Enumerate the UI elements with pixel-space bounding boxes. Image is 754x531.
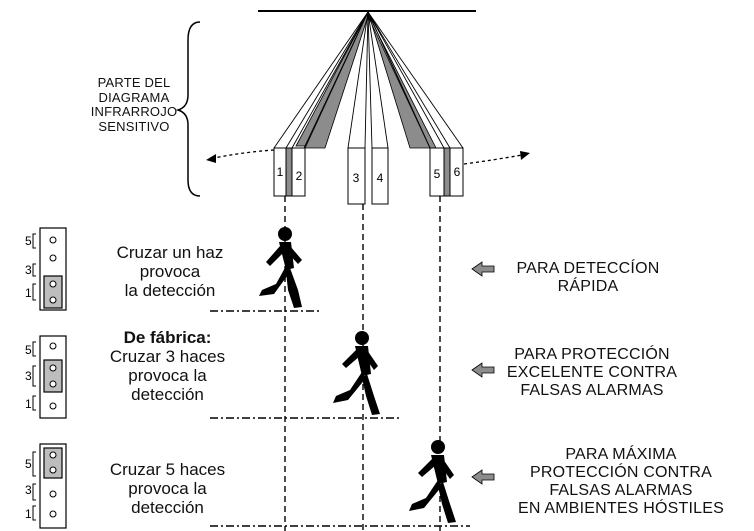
row-2-note-text: PARA PROTECCIÓN EXCELENTE CONTRA FALSAS …: [506, 346, 678, 399]
row-1-note: PARA DETECCÍON RÁPIDA: [498, 260, 678, 296]
row-1-text: Cruzar un haz provoca la detección: [116, 243, 224, 301]
jumper-block-row-2: 5 3 1: [25, 335, 67, 419]
beam-box-1-side: [285, 147, 293, 197]
svg-text:3: 3: [25, 263, 32, 277]
beam-box-6: [449, 147, 464, 197]
beam-box-5-side: [443, 147, 451, 197]
svg-text:3: 3: [25, 369, 32, 383]
beam-number-3: 3: [353, 171, 360, 185]
svg-text:1: 1: [25, 286, 32, 300]
row-2-note: PARA PROTECCIÓN EXCELENTE CONTRA FALSAS …: [492, 346, 692, 400]
row-2-text: Cruzar 3 haces provoca la detección: [109, 347, 226, 405]
row-3-note: PARA MÁXIMA PROTECCIÓN CONTRA FALSAS ALA…: [496, 446, 746, 518]
beam-number-6: 6: [454, 165, 461, 179]
beam-boxes: [273, 147, 464, 205]
beam-box-3: [347, 147, 366, 205]
note-arrow-icon-row-2: [471, 362, 495, 378]
svg-text:1: 1: [25, 507, 32, 521]
svg-text:5: 5: [25, 457, 32, 471]
beam-number-2: 2: [296, 169, 303, 183]
right-arrow: [463, 154, 523, 165]
row-2-description: De fábrica: Cruzar 3 haces provoca la de…: [90, 328, 245, 404]
beam-box-2: [291, 147, 306, 197]
row-1-description: Cruzar un haz provoca la detección: [100, 243, 240, 300]
left-arrow: [213, 149, 275, 159]
beam-number-5: 5: [434, 167, 441, 181]
svg-text:5: 5: [25, 234, 32, 248]
row-2-bold-label: De fábrica:: [123, 328, 212, 347]
beam-number-4: 4: [377, 171, 384, 185]
row-3-note-text: PARA MÁXIMA PROTECCIÓN CONTRA FALSAS ALA…: [517, 446, 725, 517]
runner-icon-row-1: [259, 227, 302, 308]
row-3-text: Cruzar 5 haces provoca la detección: [109, 460, 226, 518]
runner-icon-row-3: [409, 440, 456, 523]
beam-fan: [273, 11, 464, 149]
beam-box-4: [371, 147, 389, 205]
svg-text:1: 1: [25, 397, 32, 411]
right-arrowhead: [520, 151, 530, 160]
svg-text:3: 3: [25, 483, 32, 497]
jumper-block-row-1: 5 3 1: [25, 227, 67, 311]
row-3-description: Cruzar 5 haces provoca la detección: [90, 460, 245, 517]
left-arrowhead: [206, 154, 216, 163]
sensor-pattern-text: PARTE DEL DIAGRAMA INFRARROJO SENSITIVO: [90, 75, 178, 134]
jumper-block-row-3: 5 3 1: [25, 443, 67, 529]
note-arrow-icon-row-3: [471, 469, 495, 485]
runner-icon-row-2: [333, 331, 380, 415]
svg-text:5: 5: [25, 343, 32, 357]
brace: [175, 21, 201, 197]
row-1-note-text: PARA DETECCÍON RÁPIDA: [516, 260, 660, 295]
note-arrow-icon-row-1: [471, 261, 495, 277]
beam-number-1: 1: [277, 165, 284, 179]
sensor-pattern-label: PARTE DEL DIAGRAMA INFRARROJO SENSITIVO: [74, 75, 194, 134]
